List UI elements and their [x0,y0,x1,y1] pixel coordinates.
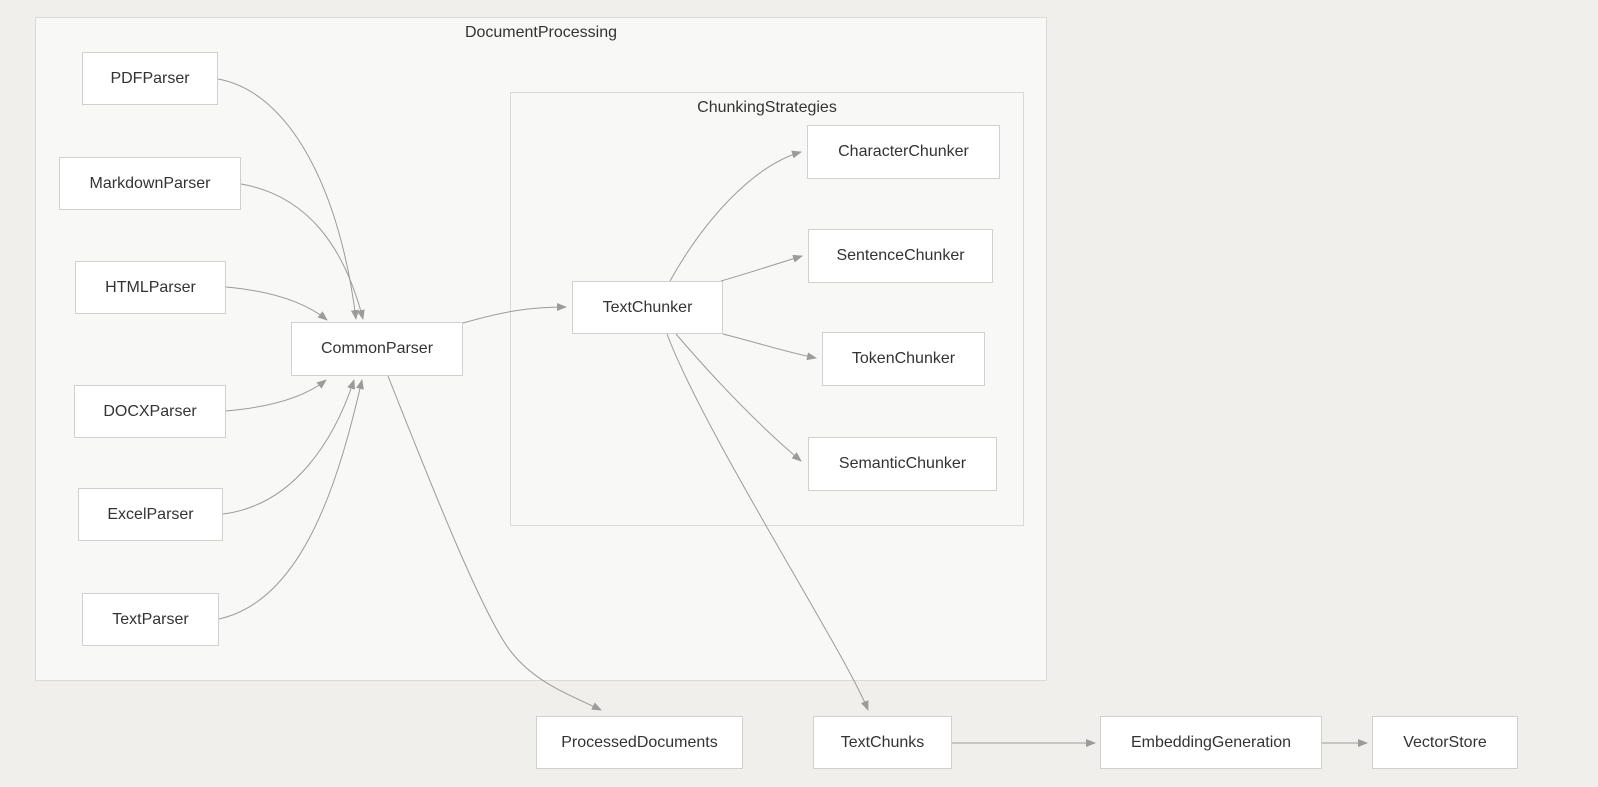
node-characterchunker-label: CharacterChunker [838,143,969,160]
node-semanticchunker: SemanticChunker [808,437,997,491]
node-textparser: TextParser [82,593,219,646]
node-textchunks-label: TextChunks [840,733,925,751]
node-docxparser: DOCXParser [74,385,226,438]
node-pdfparser: PDFParser [82,52,218,105]
edge-excelparser-commonparser [222,379,355,515]
node-sentencechunker-label: SentenceChunker [836,247,965,264]
node-embeddinggeneration: EmbeddingGeneration [1100,716,1322,769]
node-textchunker: TextChunker [572,281,723,334]
edge-textchunker-tokenchunker [722,333,817,361]
node-excelparser: ExcelParser [78,488,223,541]
node-semanticchunker-label: SemanticChunker [838,455,967,472]
node-textchunks: TextChunks [813,716,952,769]
node-processeddocuments-label: ProcessedDocuments [561,733,718,751]
node-vectorstore: VectorStore [1372,716,1518,769]
edge-pdfparser-commonparser [217,78,359,320]
node-commonparser: CommonParser [291,322,463,376]
node-sentencechunker: SentenceChunker [808,229,993,283]
node-tokenchunker-label: TokenChunker [851,350,956,367]
node-processeddocuments: ProcessedDocuments [536,716,743,769]
node-htmlparser: HTMLParser [75,261,226,314]
node-docxparser-label: DOCXParser [103,402,197,420]
edge-htmlparser-commonparser [225,286,328,321]
cluster-chunkingstrategies-label: ChunkingStrategies [697,99,837,116]
node-htmlparser-label: HTMLParser [105,278,196,296]
node-excelparser-label: ExcelParser [107,505,194,523]
node-tokenchunker: TokenChunker [822,332,985,386]
node-commonparser-label: CommonParser [320,340,434,357]
edge-commonparser-processeddocuments [387,375,602,711]
edge-markdownparser-commonparser [240,183,365,320]
edge-textparser-commonparser [218,379,364,620]
cluster-documentprocessing-label: DocumentProcessing [464,24,618,41]
node-textchunker-label: TextChunker [602,298,693,316]
edge-textchunker-sentencechunker [720,254,803,282]
edge-textchunker-semanticchunker [675,333,802,462]
edge-docxparser-commonparser [225,379,327,412]
node-markdownparser-label: MarkdownParser [89,174,211,192]
node-characterchunker: CharacterChunker [807,125,1000,179]
edge-textchunker-characterchunker [669,150,802,282]
edge-textchunker-textchunks [666,333,869,711]
node-textparser-label: TextParser [112,610,189,628]
node-embeddinggeneration-label: EmbeddingGeneration [1130,733,1292,751]
node-markdownparser: MarkdownParser [59,157,241,210]
node-vectorstore-label: VectorStore [1403,733,1487,751]
edge-commonparser-textchunker [462,303,567,324]
node-pdfparser-label: PDFParser [110,69,190,87]
